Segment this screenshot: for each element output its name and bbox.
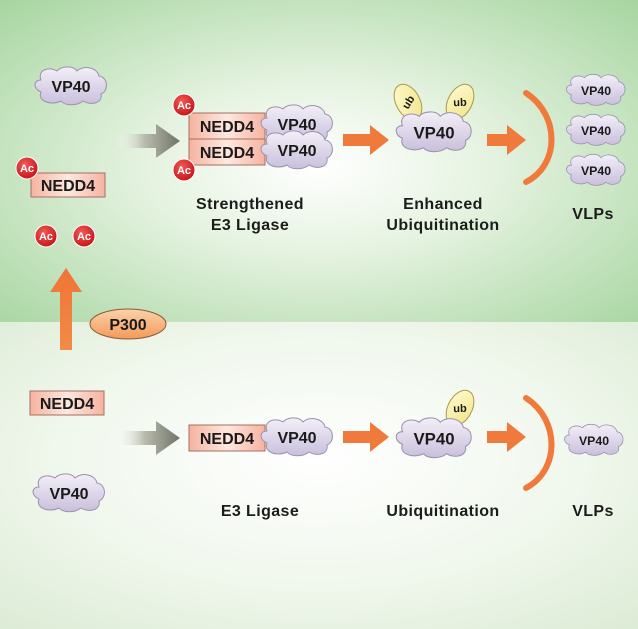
p300-up-arrow bbox=[50, 268, 82, 350]
bottom-panel-background bbox=[0, 322, 638, 629]
transition-arrow bbox=[115, 421, 180, 455]
stage-label-ubiquitination-bottom: Ubiquitination bbox=[386, 503, 499, 520]
stage-label-ubiquitination-top: Ubiquitination bbox=[386, 217, 499, 234]
svg-text:VP40: VP40 bbox=[581, 164, 611, 178]
svg-text:VP40: VP40 bbox=[51, 79, 90, 96]
svg-text:Ac: Ac bbox=[177, 100, 191, 112]
ac-marker: Ac bbox=[172, 93, 196, 117]
transition-arrow bbox=[343, 422, 389, 452]
svg-text:VP40: VP40 bbox=[579, 434, 609, 448]
svg-text:VP40: VP40 bbox=[49, 486, 88, 503]
svg-text:VP40: VP40 bbox=[277, 430, 316, 447]
stage-label-e3-ligase-top: E3 Ligase bbox=[211, 217, 289, 234]
transition-arrow bbox=[115, 124, 180, 158]
svg-text:VP40: VP40 bbox=[581, 84, 611, 98]
svg-text:Ac: Ac bbox=[20, 163, 34, 175]
stage-label-enhanced: Enhanced bbox=[403, 196, 483, 213]
stage-label-vlps-top: VLPs bbox=[572, 206, 614, 223]
ubiquitinated-vp40-top: ub ub VP40 bbox=[393, 83, 475, 153]
vp40-free-bottom: VP40 bbox=[32, 473, 105, 513]
svg-text:NEDD4: NEDD4 bbox=[200, 431, 254, 448]
vlp-vp40: VP40 bbox=[564, 423, 624, 456]
membrane-curve bbox=[523, 90, 555, 185]
nedd4-vp40-complex-bottom: NEDD4 VP40 bbox=[188, 417, 333, 457]
p300-enzyme: P300 bbox=[89, 308, 167, 340]
ubiquitin: ub bbox=[393, 83, 423, 121]
vlp-vp40: VP40 bbox=[566, 73, 626, 106]
ubiquitin: ub bbox=[445, 389, 475, 427]
svg-text:VP40: VP40 bbox=[413, 429, 454, 448]
svg-text:NEDD4: NEDD4 bbox=[200, 119, 254, 136]
svg-text:NEDD4: NEDD4 bbox=[200, 145, 254, 162]
transition-arrow bbox=[487, 422, 526, 452]
stage-label-e3-ligase-bottom: E3 Ligase bbox=[221, 503, 299, 520]
ac-marker: Ac bbox=[15, 156, 39, 180]
vlp-vp40: VP40 bbox=[566, 113, 626, 146]
transition-arrow bbox=[343, 125, 389, 155]
svg-text:VP40: VP40 bbox=[277, 143, 316, 160]
nedd4-bottom: NEDD4 bbox=[29, 390, 105, 416]
stage-label-vlps-bottom: VLPs bbox=[572, 503, 614, 520]
svg-text:Ac: Ac bbox=[39, 231, 53, 243]
svg-text:Ac: Ac bbox=[177, 165, 191, 177]
transition-arrow bbox=[487, 125, 526, 155]
svg-text:Ac: Ac bbox=[77, 231, 91, 243]
ac-marker: Ac bbox=[72, 224, 96, 248]
ac-marker: Ac bbox=[34, 224, 58, 248]
svg-text:NEDD4: NEDD4 bbox=[40, 396, 94, 413]
ac-marker: Ac bbox=[172, 158, 196, 182]
svg-text:NEDD4: NEDD4 bbox=[41, 178, 95, 195]
membrane-curve bbox=[523, 395, 555, 491]
nedd4-vp40-complex-top: NEDD4 VP40 NEDD4 VP40 Ac Ac bbox=[172, 93, 333, 182]
svg-text:VP40: VP40 bbox=[277, 117, 316, 134]
svg-text:VP40: VP40 bbox=[413, 123, 454, 142]
vp40-free-top: VP40 bbox=[34, 66, 107, 106]
svg-text:P300: P300 bbox=[109, 317, 146, 334]
nedd4-acetylated-top: NEDD4 bbox=[30, 172, 106, 198]
svg-text:VP40: VP40 bbox=[581, 124, 611, 138]
ubiquitinated-vp40-bottom: ub VP40 bbox=[395, 389, 475, 459]
svg-text:ub: ub bbox=[453, 97, 467, 109]
stage-label-strengthened: Strengthened bbox=[196, 196, 304, 213]
vlp-vp40: VP40 bbox=[566, 153, 626, 186]
complex-row-2: NEDD4 VP40 bbox=[188, 130, 333, 170]
svg-text:ub: ub bbox=[453, 403, 467, 415]
